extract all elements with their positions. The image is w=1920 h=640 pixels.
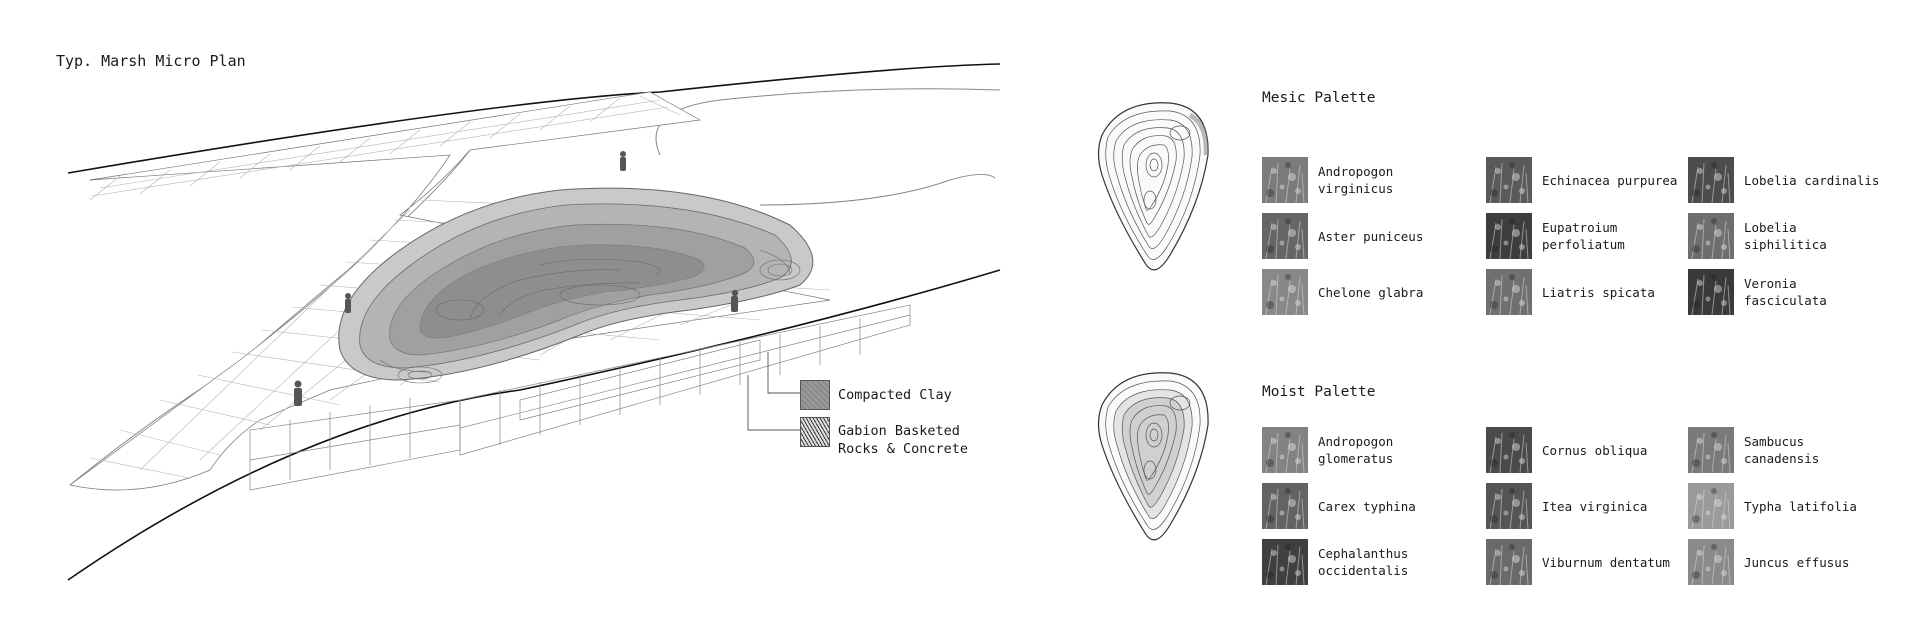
plant-name: Andropogon glomeratus [1318, 434, 1394, 466]
marsh-basin [338, 187, 814, 384]
plant-item: Chelone glabra [1262, 269, 1423, 315]
plant-photo [1262, 269, 1308, 315]
plant-photo [1486, 539, 1532, 585]
plant-photo [1688, 269, 1734, 315]
plant-photo [1262, 157, 1308, 203]
plant-name: Liatris spicata [1542, 284, 1655, 300]
plant-item: Sambucus canadensis [1688, 427, 1884, 473]
plant-photo [1688, 157, 1734, 203]
plant-item: Aster puniceus [1262, 213, 1423, 259]
legend-label: Compacted Clay [838, 387, 952, 403]
legend-label: Gabion Basketed Rocks & Concrete [838, 423, 969, 457]
moist-pond-contour [1097, 372, 1209, 541]
plant-item: Lobelia siphilitica [1688, 213, 1884, 259]
plan-title: Typ. Marsh Micro Plan [56, 52, 246, 70]
plant-item: Andropogon virginicus [1262, 157, 1458, 203]
plant-name: Lobelia cardinalis [1744, 172, 1880, 188]
plant-name: Veronia fasciculata [1744, 276, 1827, 308]
plant-photo [1688, 483, 1734, 529]
plant-photo [1262, 213, 1308, 259]
mesic-palette-title: Mesic Palette [1262, 90, 1376, 106]
plant-item: Carex typhina [1262, 483, 1416, 529]
plant-item: Cephalanthus occidentalis [1262, 539, 1458, 585]
plant-photo [1486, 483, 1532, 529]
plant-name: Aster puniceus [1318, 228, 1424, 244]
mesic-pond-contour [1097, 102, 1209, 271]
plant-name: Lobelia siphilitica [1744, 220, 1827, 252]
compacted-clay-swatch [800, 380, 830, 410]
human-figures [294, 151, 739, 406]
plant-item: Cornus obliqua [1486, 427, 1647, 473]
plant-name: Juncus effusus [1744, 554, 1850, 570]
plant-photo [1486, 213, 1532, 259]
plant-item: Echinacea purpurea [1486, 157, 1677, 203]
plant-item: Viburnum dentatum [1486, 539, 1670, 585]
plant-photo [1688, 427, 1734, 473]
plant-name: Sambucus canadensis [1744, 434, 1820, 466]
plant-item: Lobelia cardinalis [1688, 157, 1879, 203]
legend-gabion: Gabion Basketed Rocks & Concrete [800, 417, 1008, 458]
plant-name: Chelone glabra [1318, 284, 1424, 300]
plant-name: Typha latifolia [1744, 498, 1857, 514]
plant-name: Eupatroium perfoliatum [1542, 220, 1625, 252]
plant-photo [1262, 427, 1308, 473]
plant-photo [1688, 539, 1734, 585]
plant-photo [1262, 483, 1308, 529]
plant-name: Andropogon virginicus [1318, 164, 1394, 196]
plant-item: Andropogon glomeratus [1262, 427, 1458, 473]
plant-name: Echinacea purpurea [1542, 172, 1678, 188]
plant-photo [1688, 213, 1734, 259]
plant-name: Cephalanthus occidentalis [1318, 546, 1409, 578]
plant-item: Itea virginica [1486, 483, 1647, 529]
plant-photo [1486, 157, 1532, 203]
gabion-swatch [800, 417, 830, 447]
plant-name: Cornus obliqua [1542, 442, 1648, 458]
plant-item: Typha latifolia [1688, 483, 1857, 529]
plant-item: Veronia fasciculata [1688, 269, 1884, 315]
marsh-plan-drawing [67, 63, 1001, 581]
plant-name: Viburnum dentatum [1542, 554, 1670, 570]
moist-palette-title: Moist Palette [1262, 384, 1376, 400]
plant-photo [1486, 269, 1532, 315]
plant-item: Eupatroium perfoliatum [1486, 213, 1682, 259]
plant-name: Carex typhina [1318, 498, 1416, 514]
plant-photo [1262, 539, 1308, 585]
plant-item: Juncus effusus [1688, 539, 1849, 585]
legend-compacted-clay: Compacted Clay [800, 380, 952, 410]
plant-photo [1486, 427, 1532, 473]
plant-item: Liatris spicata [1486, 269, 1655, 315]
plant-name: Itea virginica [1542, 498, 1648, 514]
